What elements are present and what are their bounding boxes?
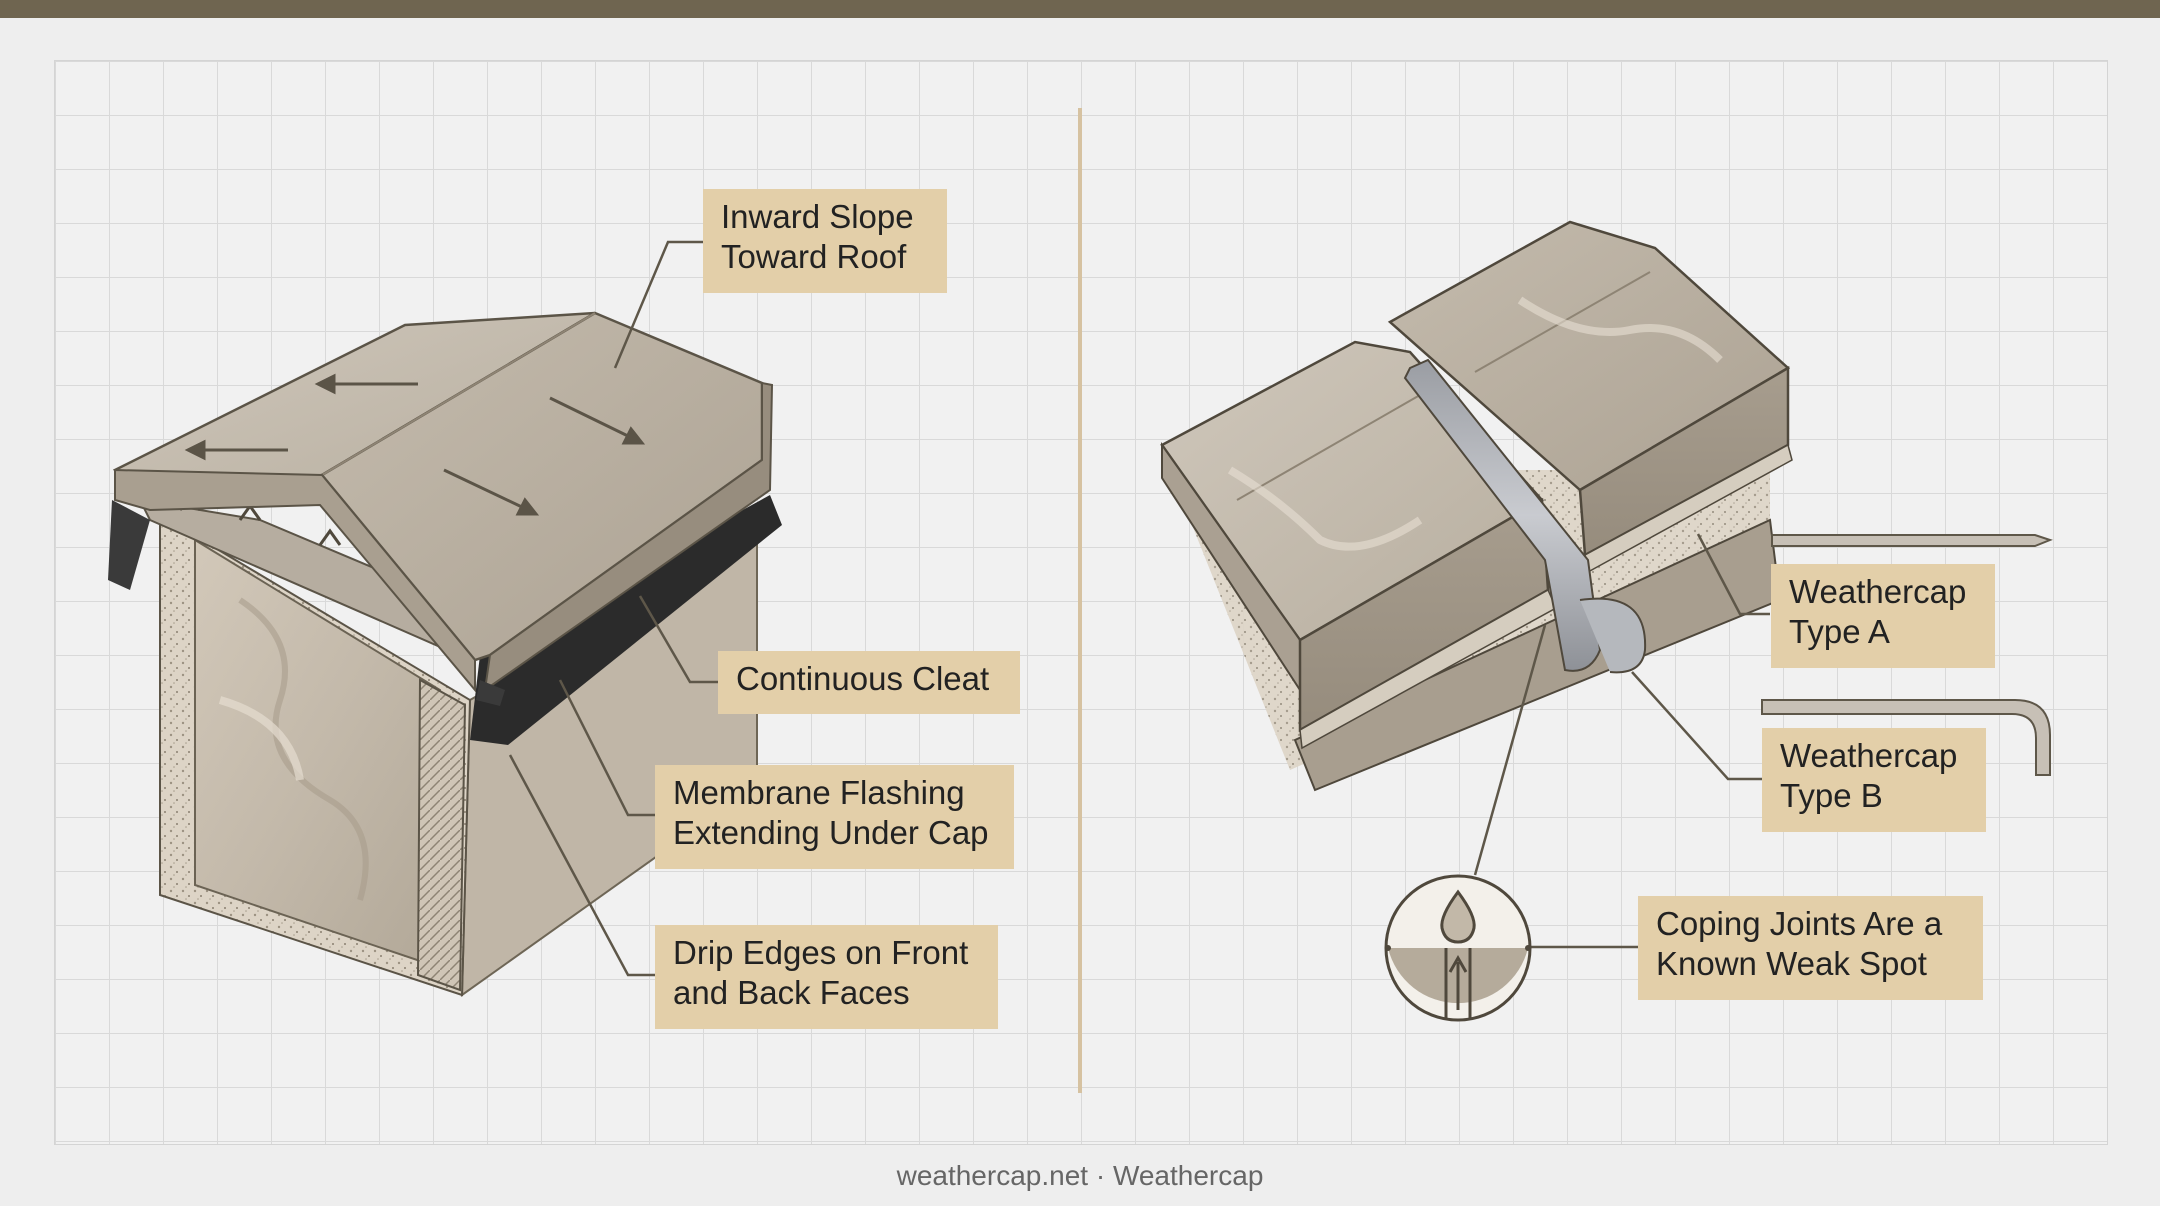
stone-coping-illustration [1160, 220, 1793, 792]
label-weathercap-type-b: Weathercap Type B [1762, 728, 1986, 832]
parapet-coping-illustration [108, 311, 782, 997]
weathercap-type-a-profile-icon [1771, 534, 2053, 547]
left-leader-lines [508, 240, 718, 977]
right-leader-lines [1473, 533, 1770, 949]
weathercap-type-b-profile-icon [1761, 699, 2051, 776]
label-drip-edges: Drip Edges on Front and Back Faces [655, 925, 998, 1029]
label-weathercap-type-a: Weathercap Type A [1771, 564, 1995, 668]
label-coping-joints: Coping Joints Are a Known Weak Spot [1638, 896, 1983, 1000]
label-continuous-cleat: Continuous Cleat [718, 651, 1020, 714]
footer-credit: weathercap.net · Weathercap [896, 1160, 1264, 1191]
label-inward-slope: Inward Slope Toward Roof [703, 189, 947, 293]
label-membrane-flashing: Membrane Flashing Extending Under Cap [655, 765, 1014, 869]
water-drop-joint-icon [1384, 874, 1532, 1022]
panel-divider [1078, 108, 1082, 1093]
top-bar [0, 0, 2160, 18]
